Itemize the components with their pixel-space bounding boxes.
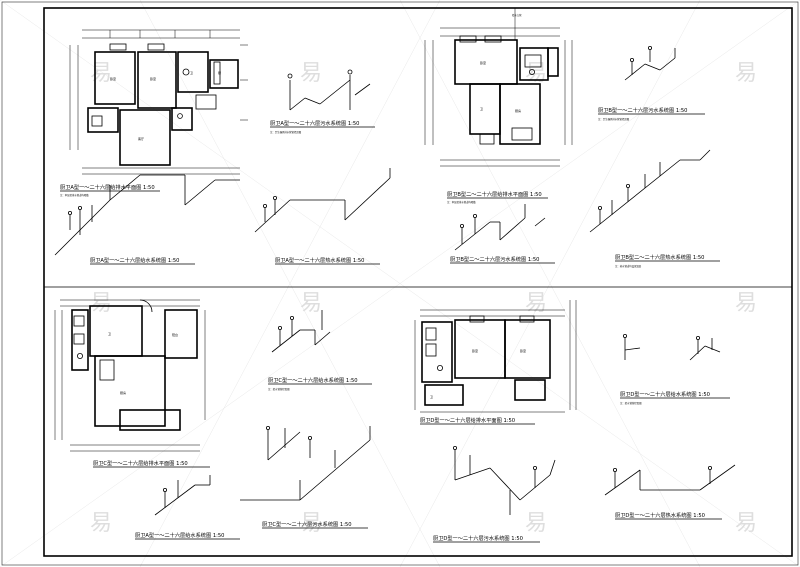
svg-text:卧室: 卧室 — [110, 76, 116, 81]
title-c-supply: 厨卫C型一～二十六层给水系统图 1:50 — [268, 376, 358, 384]
diagram-a-supply — [54, 174, 240, 256]
plan-type-c: 卫 厨房 阳台 — [54, 299, 206, 452]
svg-text:卫: 卫 — [108, 332, 111, 336]
svg-text:客厅: 客厅 — [138, 136, 144, 141]
watermark-glyph: 易 — [300, 291, 322, 316]
diagram-a-sewage — [287, 69, 371, 111]
plan-type-b: 卧室 卫 厨房 给水立管 — [424, 8, 573, 167]
diagram-b-sewage — [454, 204, 546, 251]
svg-text:注：本层给排水管道均暗敷: 注：本层给排水管道均暗敷 — [60, 193, 89, 197]
diagram-c-supply — [271, 310, 331, 353]
drawing-frame — [43, 7, 793, 557]
svg-text:注：卫生器具排水管管径见图: 注：卫生器具排水管管径见图 — [598, 117, 630, 121]
diagram-b-hot — [589, 149, 711, 233]
svg-text:卫: 卫 — [480, 107, 483, 111]
svg-text:卧室: 卧室 — [520, 348, 526, 353]
watermark-glyph: 易 — [90, 61, 112, 86]
svg-text:卧室: 卧室 — [480, 60, 486, 65]
plan-type-d: 卧室 卧室 卫 — [414, 300, 577, 413]
svg-text:卧室: 卧室 — [150, 76, 156, 81]
plan-type-a: 卧室 卧室 客厅 卫 厨 — [69, 29, 248, 175]
diagram-d-supply — [623, 333, 721, 361]
svg-text:给水立管: 给水立管 — [512, 13, 522, 17]
svg-text:卫: 卫 — [430, 395, 433, 399]
svg-text:厨房: 厨房 — [515, 108, 521, 113]
watermark-glyph: 易 — [300, 511, 322, 536]
title-a-hot: 厨卫A型一～二十六层热水系统图 1:50 — [275, 256, 364, 264]
svg-text:注：本层给排水管道均暗敷: 注：本层给排水管道均暗敷 — [447, 200, 476, 204]
watermark-glyph: 易 — [735, 511, 757, 536]
title-a-sewage: 厨卫A型一～二十六层污水系统图 1:50 — [270, 119, 359, 127]
watermark-glyph: 易 — [525, 511, 547, 536]
svg-text:注：卫生器具排水管管径见图: 注：卫生器具排水管管径见图 — [270, 130, 302, 134]
watermark-glyph: 易 — [525, 61, 547, 86]
svg-text:注：给水管管径见图: 注：给水管管径见图 — [268, 387, 290, 391]
title-c-sewage: 厨卫C型一～二十六层污水系统图 1:50 — [262, 520, 352, 528]
svg-text:注：给水管管径见图: 注：给水管管径见图 — [620, 401, 642, 405]
watermark-glyph: 易 — [525, 291, 547, 316]
diagram-a-hot — [254, 168, 391, 233]
svg-text:厨: 厨 — [218, 70, 221, 75]
svg-text:卧室: 卧室 — [472, 348, 478, 353]
title-plan-type-b: 厨卫B型二～二十六层给排水平面图 1:50 — [447, 190, 542, 198]
title-b-sewage-2: 厨卫B型二～二十六层污水系统图 1:50 — [450, 255, 539, 263]
watermark-glyph: 易 — [300, 61, 322, 86]
svg-text:厨房: 厨房 — [120, 390, 126, 395]
svg-text:注：热水管道均设保温层: 注：热水管道均设保温层 — [615, 264, 642, 268]
title-c-hot: 厨卫A型一～二十六层给水系统图 1:50 — [135, 531, 224, 539]
title-b-sewage: 厨卫B型一～二十六层污水系统图 1:50 — [598, 106, 687, 114]
title-a-supply: 厨卫A型一～二十六层给水系统图 1:50 — [90, 256, 179, 264]
diagram-d-hot — [604, 464, 736, 496]
diagram-d-sewage — [452, 445, 556, 515]
diagram-c-hot — [154, 475, 211, 516]
title-plan-type-a: 厨卫A型一～二十六层给排水平面图 1:50 — [60, 183, 155, 191]
watermark-glyph: 易 — [90, 291, 112, 316]
watermark-glyph: 易 — [735, 61, 757, 86]
title-d-hot: 厨卫D型一～二十六层热水系统图 1:50 — [615, 511, 705, 519]
title-d-sewage: 厨卫D型一～二十六层污水系统图 1:50 — [433, 534, 523, 542]
watermark-glyph: 易 — [90, 511, 112, 536]
diagram-c-sewage — [240, 425, 371, 501]
svg-text:阳台: 阳台 — [172, 332, 178, 337]
watermark-glyph: 易 — [735, 291, 757, 316]
svg-text:卫: 卫 — [190, 71, 193, 75]
title-plan-type-d: 厨卫D型一～二十六层给排水平面图 1:50 — [420, 416, 515, 424]
title-b-hot: 厨卫B型二～二十六层热水系统图 1:50 — [615, 253, 704, 261]
title-d-supply: 厨卫D型一～二十六层给水系统图 1:50 — [620, 390, 710, 398]
diagram-b-sewage-top — [624, 46, 676, 81]
title-plan-type-c: 厨卫C型一～二十六层给排水平面图 1:50 — [93, 459, 188, 467]
